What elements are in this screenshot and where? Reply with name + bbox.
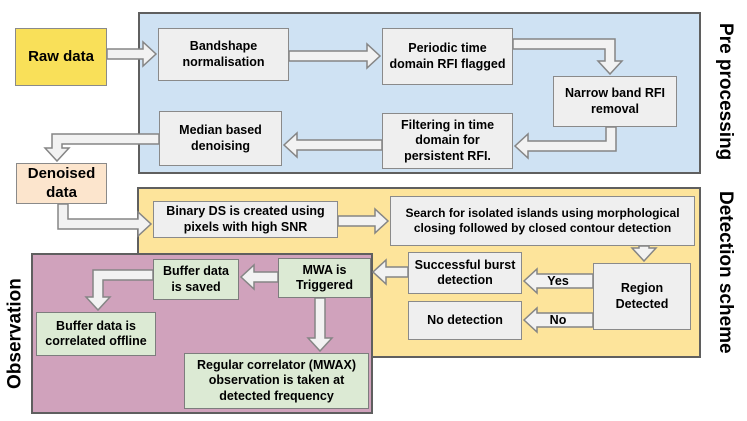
section-label-detection-scheme: Detection scheme: [704, 186, 746, 358]
node-median-denoising: Median based denoising: [159, 111, 282, 166]
arrow-periodic-to-narrowband: [512, 38, 624, 76]
arrow-bandshape-to-periodic: [288, 42, 382, 70]
node-filtering-label: Filtering in time domain for persistent …: [400, 118, 495, 163]
node-regular-correlator-label: Regular correlator (MWAX) observation is…: [196, 358, 357, 403]
node-buffer-saved: Buffer data is saved: [153, 259, 239, 300]
arrow-mwa-to-buffersaved: [239, 263, 279, 291]
arrow-successful-to-mwa: [371, 258, 409, 286]
node-raw-data-label: Raw data: [28, 47, 94, 65]
node-island-search-label: Search for isolated islands using morpho…: [405, 206, 680, 235]
node-filtering-time-domain: Filtering in time domain for persistent …: [382, 113, 513, 169]
node-successful-burst-label: Successful burst detection: [414, 257, 516, 287]
arrow-denoised-to-binaryds: [57, 203, 153, 238]
arrow-region-to-successful-yes: [522, 267, 594, 295]
node-buffer-correlated-label: Buffer data is correlated offline: [45, 318, 147, 348]
node-successful-burst: Successful burst detection: [408, 252, 522, 294]
node-binary-ds: Binary DS is created using pixels with h…: [153, 201, 338, 238]
node-narrowband-rfi-label: Narrow band RFI removal: [564, 86, 665, 116]
node-region-detected-label: Region Detected: [615, 281, 669, 311]
node-region-detected: Region Detected: [593, 263, 691, 330]
arrow-raw-to-bandshape: [106, 40, 158, 68]
no-text: No: [549, 313, 567, 327]
node-bandshape-normalisation: Bandshape normalisation: [158, 28, 289, 81]
edge-label-yes: Yes: [547, 274, 569, 288]
node-denoised-data: Denoised data: [16, 163, 107, 204]
arrow-binaryds-to-search: [337, 207, 390, 235]
node-denoised-label: Denoised data: [27, 165, 96, 201]
node-binary-ds-label: Binary DS is created using pixels with h…: [166, 204, 325, 234]
node-periodic-rfi-label: Periodic time domain RFI flagged: [389, 41, 506, 71]
node-buffer-correlated: Buffer data is correlated offline: [36, 312, 156, 356]
arrow-region-to-nodetection-no: [522, 306, 594, 334]
node-narrowband-rfi-removal: Narrow band RFI removal: [553, 76, 677, 127]
node-no-detection-label: No detection: [427, 312, 503, 327]
observation-text: Observation: [4, 278, 26, 389]
node-raw-data: Raw data: [15, 28, 107, 86]
node-buffer-saved-label: Buffer data is saved: [163, 264, 229, 294]
node-bandshape-label: Bandshape normalisation: [182, 39, 265, 69]
arrow-narrowband-to-filtering: [513, 126, 617, 160]
node-island-search: Search for isolated islands using morpho…: [390, 196, 695, 246]
arrow-median-to-denoised: [43, 133, 160, 163]
section-label-pre-processing: Pre processing: [704, 10, 746, 174]
detection-scheme-text: Detection scheme: [715, 190, 736, 354]
node-periodic-rfi-flagged: Periodic time domain RFI flagged: [382, 28, 513, 85]
node-mwa-triggered-label: MWA is Triggered: [296, 262, 353, 292]
edge-label-no: No: [550, 313, 567, 327]
arrow-buffersaved-to-buffercorr: [84, 269, 154, 312]
arrow-filtering-to-median: [282, 131, 383, 159]
arrow-mwa-to-regular: [306, 297, 334, 353]
node-regular-correlator: Regular correlator (MWAX) observation is…: [184, 353, 369, 409]
pre-processing-text: Pre processing: [715, 23, 736, 161]
node-median-label: Median based denoising: [179, 123, 262, 153]
yes-text: Yes: [547, 274, 569, 288]
section-label-observation: Observation: [1, 253, 30, 414]
node-no-detection: No detection: [408, 301, 522, 340]
arrow-search-to-region: [630, 245, 658, 263]
node-mwa-triggered: MWA is Triggered: [278, 258, 371, 298]
